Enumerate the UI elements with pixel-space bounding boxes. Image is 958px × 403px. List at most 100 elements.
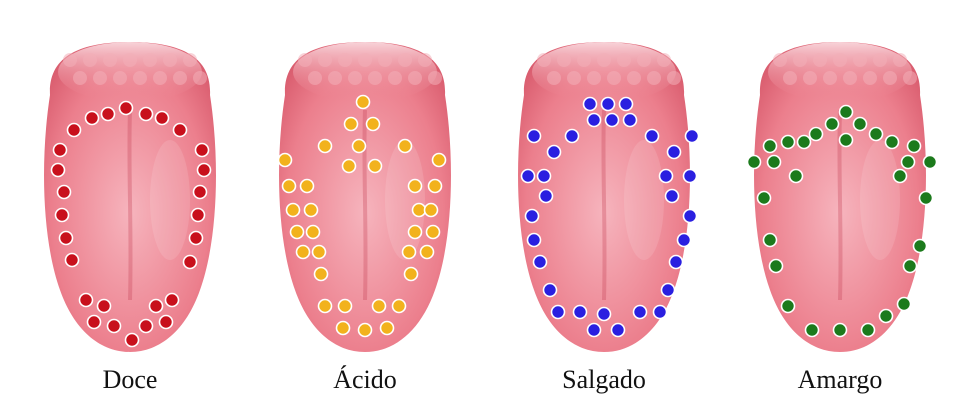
taste-dot <box>307 226 320 239</box>
papilla-bump <box>338 53 352 67</box>
taste-dot <box>886 136 899 149</box>
taste-dot <box>337 322 350 335</box>
taste-dot <box>305 204 318 217</box>
taste-dot <box>102 108 115 121</box>
taste-dot <box>782 136 795 149</box>
taste-dot <box>140 320 153 333</box>
papilla-bump <box>657 53 671 67</box>
taste-dot <box>552 306 565 319</box>
median-groove <box>603 110 604 300</box>
papilla-bump <box>607 71 621 85</box>
taste-dot <box>686 130 699 143</box>
papilla-bump <box>93 71 107 85</box>
taste-dot <box>880 310 893 323</box>
taste-dot <box>58 186 71 199</box>
taste-dot <box>660 170 673 183</box>
tongue-doce <box>20 0 240 360</box>
taste-dot <box>782 300 795 313</box>
papilla-bump <box>348 71 362 85</box>
taste-dot <box>534 256 547 269</box>
taste-dot <box>612 324 625 337</box>
papilla-bump <box>813 53 827 67</box>
taste-dot <box>301 180 314 193</box>
taste-dot <box>140 108 153 121</box>
taste-dot <box>54 144 67 157</box>
papilla-bump <box>408 71 422 85</box>
papilla-bump <box>308 71 322 85</box>
papilla-bump <box>597 53 611 67</box>
taste-dot <box>429 180 442 193</box>
papilla-bump <box>617 53 631 67</box>
taste-dot <box>80 294 93 307</box>
taste-dot <box>339 300 352 313</box>
taste-dot <box>602 98 615 111</box>
taste-dot <box>52 164 65 177</box>
taste-dot <box>920 192 933 205</box>
taste-dot <box>403 246 416 259</box>
taste-dot <box>924 156 937 169</box>
taste-dot <box>343 160 356 173</box>
papilla-bump <box>193 71 207 85</box>
papilla-bump <box>143 53 157 67</box>
caption-doce: Doce <box>20 365 240 395</box>
taste-dot <box>770 260 783 273</box>
papilla-bump <box>803 71 817 85</box>
taste-dot <box>662 284 675 297</box>
tongue-amargo <box>730 0 950 360</box>
taste-dot <box>826 118 839 131</box>
taste-dot <box>319 300 332 313</box>
taste-dot <box>684 210 697 223</box>
median-groove <box>364 110 365 300</box>
papilla-bump <box>428 71 442 85</box>
taste-dot <box>86 112 99 125</box>
papilla-bump <box>318 53 332 67</box>
taste-dot <box>60 232 73 245</box>
papilla-bump <box>893 53 907 67</box>
tongue-highlight <box>150 140 190 260</box>
taste-dot <box>588 114 601 127</box>
papilla-bump <box>358 53 372 67</box>
papilla-bump <box>298 53 312 67</box>
taste-dot <box>666 190 679 203</box>
taste-dot <box>409 226 422 239</box>
taste-dot <box>678 234 691 247</box>
tongue-salgado <box>494 0 714 360</box>
taste-dot <box>373 300 386 313</box>
taste-dot <box>758 192 771 205</box>
papilla-bump <box>163 53 177 67</box>
papilla-bump <box>368 71 382 85</box>
papilla-bump <box>647 71 661 85</box>
tongue-acido <box>255 0 475 360</box>
taste-dot <box>834 324 847 337</box>
papilla-bump <box>873 53 887 67</box>
taste-dot <box>425 204 438 217</box>
taste-dot <box>315 268 328 281</box>
papilla-bump <box>783 71 797 85</box>
taste-dot <box>98 300 111 313</box>
papilla-bump <box>103 53 117 67</box>
papilla-bump <box>557 53 571 67</box>
taste-dot <box>684 170 697 183</box>
taste-dot <box>620 98 633 111</box>
taste-dot <box>854 118 867 131</box>
tongue-highlight <box>860 140 900 260</box>
taste-dot <box>898 298 911 311</box>
taste-dot <box>588 324 601 337</box>
taste-dot <box>668 146 681 159</box>
taste-dot <box>413 204 426 217</box>
taste-dot <box>544 284 557 297</box>
taste-dot <box>367 118 380 131</box>
papilla-bump <box>577 53 591 67</box>
taste-dot <box>313 246 326 259</box>
taste-dot <box>810 128 823 141</box>
taste-dot <box>528 234 541 247</box>
taste-dot <box>421 246 434 259</box>
papilla-bump <box>833 53 847 67</box>
taste-dot <box>192 209 205 222</box>
taste-dot <box>634 306 647 319</box>
papilla-bump <box>903 71 917 85</box>
taste-dot <box>283 180 296 193</box>
taste-dot <box>433 154 446 167</box>
taste-dot <box>574 306 587 319</box>
taste-dot <box>68 124 81 137</box>
